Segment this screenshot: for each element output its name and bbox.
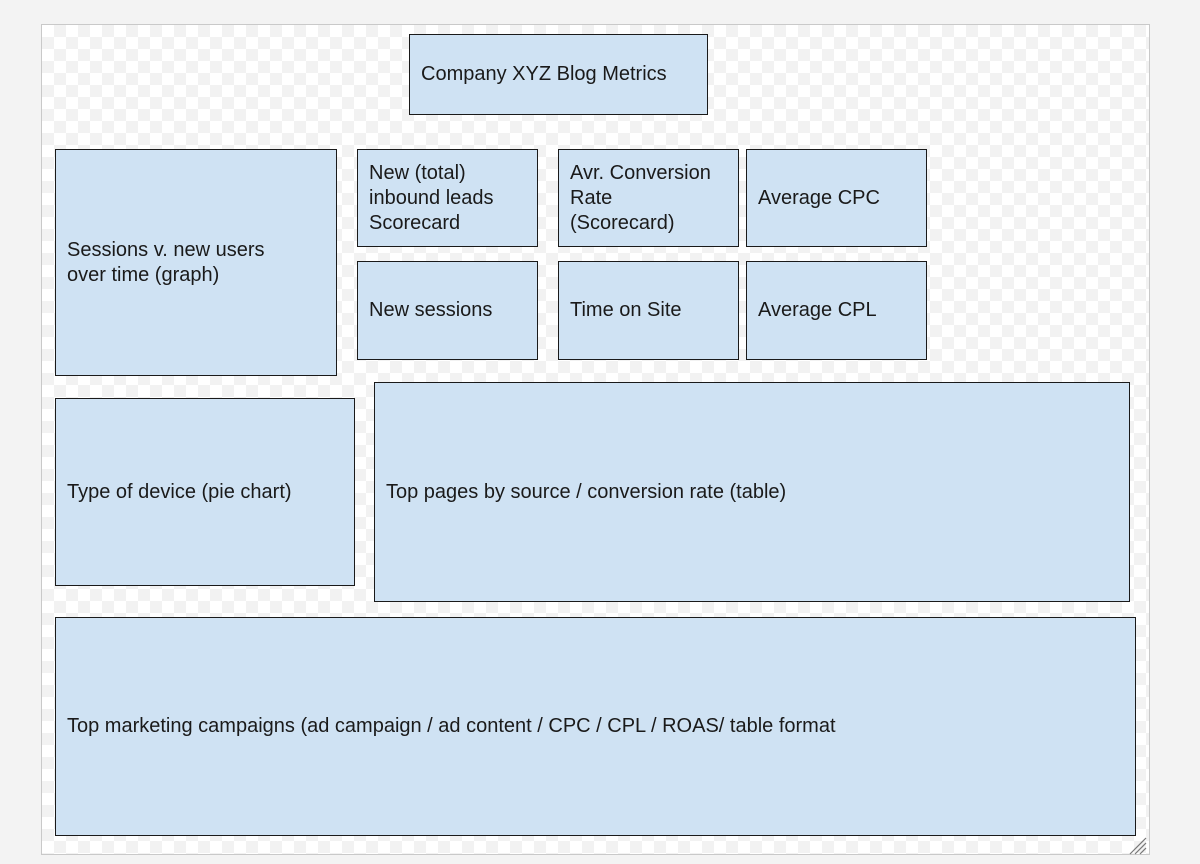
conversion-rate-label: Avr. Conversion Rate (Scorecard)	[570, 161, 711, 234]
title-box[interactable]: Company XYZ Blog Metrics	[409, 34, 708, 115]
resize-handle-icon[interactable]	[1126, 834, 1148, 856]
top-pages-label: Top pages by source / conversion rate (t…	[386, 480, 787, 503]
average-cpc-box[interactable]: Average CPC	[746, 149, 927, 247]
sessions-graph-label: Sessions v. new users over time (graph)	[67, 238, 265, 286]
time-on-site-label: Time on Site	[570, 299, 682, 321]
title-text: Company XYZ Blog Metrics	[421, 63, 667, 85]
device-type-label: Type of device (pie chart)	[67, 480, 292, 503]
device-type-box[interactable]: Type of device (pie chart)	[55, 398, 355, 586]
top-pages-box[interactable]: Top pages by source / conversion rate (t…	[374, 382, 1130, 602]
time-on-site-box[interactable]: Time on Site	[558, 261, 739, 360]
sessions-graph-box[interactable]: Sessions v. new users over time (graph)	[55, 149, 337, 376]
new-sessions-label: New sessions	[369, 299, 493, 321]
average-cpl-box[interactable]: Average CPL	[746, 261, 927, 360]
new-sessions-box[interactable]: New sessions	[357, 261, 538, 360]
top-campaigns-label: Top marketing campaigns (ad campaign / a…	[67, 715, 836, 737]
new-leads-label: New (total) inbound leads Scorecard	[369, 161, 494, 234]
new-leads-box[interactable]: New (total) inbound leads Scorecard	[357, 149, 538, 247]
average-cpl-label: Average CPL	[758, 299, 877, 321]
conversion-rate-box[interactable]: Avr. Conversion Rate (Scorecard)	[558, 149, 739, 247]
average-cpc-label: Average CPC	[758, 186, 880, 209]
top-campaigns-box[interactable]: Top marketing campaigns (ad campaign / a…	[55, 617, 1136, 836]
